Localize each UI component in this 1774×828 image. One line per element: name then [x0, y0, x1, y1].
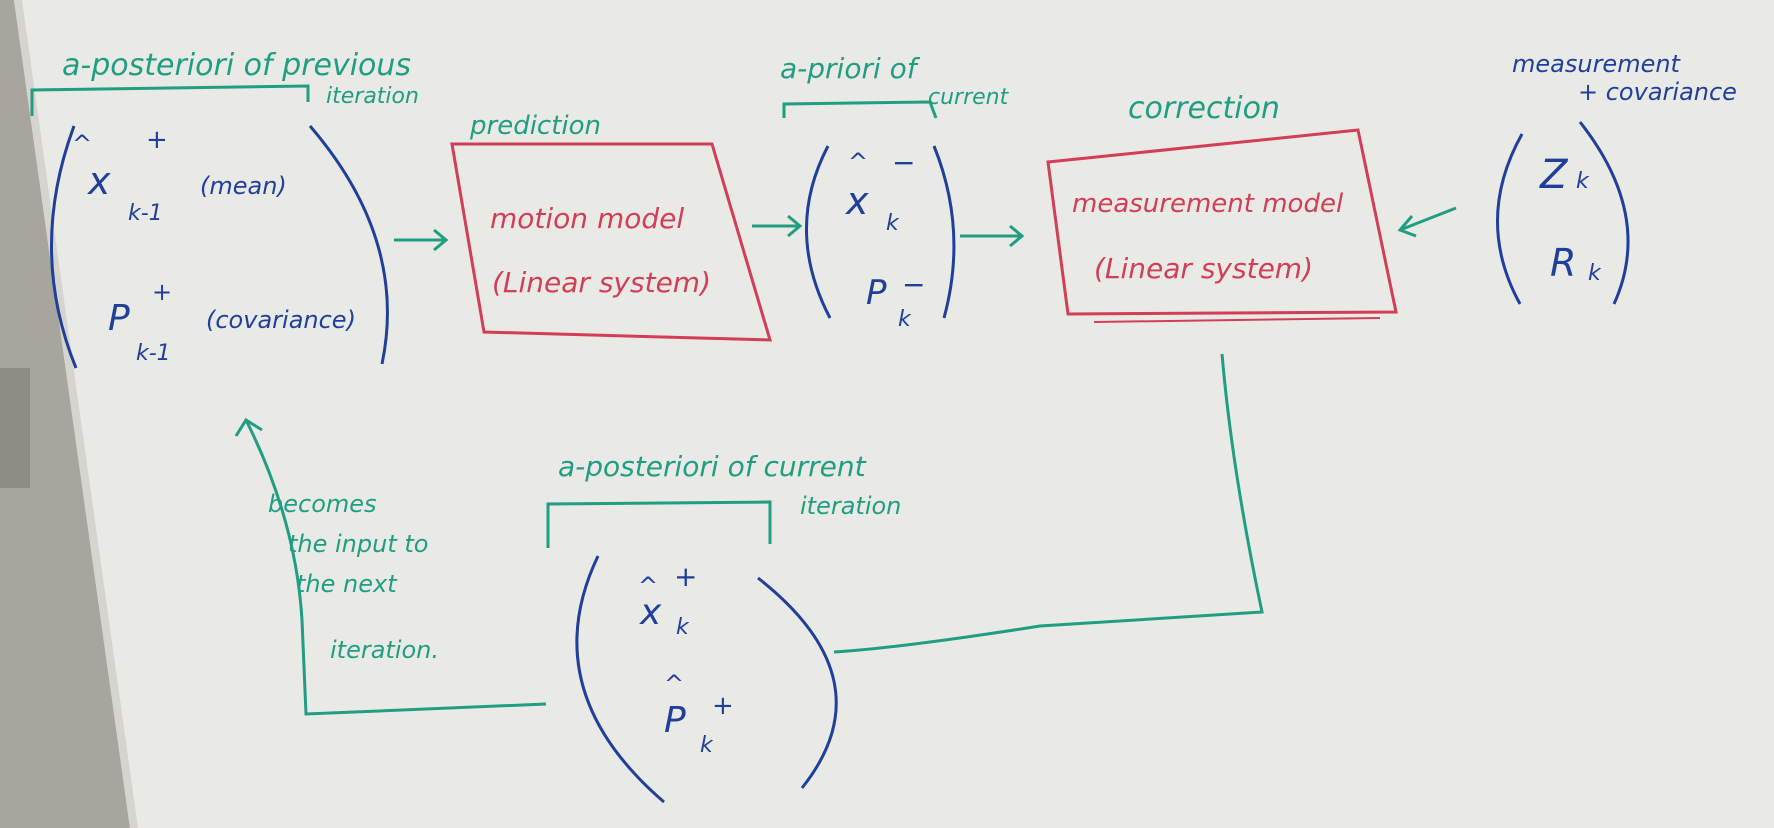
curr-posterior-label: a-posteriori of current [558, 450, 867, 483]
measurement-vector-right-paren [1578, 121, 1630, 305]
correction-label: correction [1128, 91, 1280, 126]
curr-mean-sup: + [674, 560, 697, 593]
prev-posterior-label: a-posteriori of previous [62, 48, 411, 83]
prev-mean-note: (mean) [200, 172, 287, 200]
apriori-label-2: current [928, 85, 1010, 110]
curr-posterior-bracket [546, 500, 772, 548]
apriori-cov-sub: k [898, 307, 912, 332]
prev-mean-hat: ^ [72, 130, 92, 158]
measurement-label: measurement [1512, 50, 1682, 78]
curr-cov-sub: k [700, 733, 714, 758]
measurement-model-label: measurement model [1072, 189, 1344, 219]
feedback-loop-arrow [234, 417, 547, 716]
board-frame-edge [14, 0, 138, 828]
feedback-label-3: the next [296, 570, 398, 598]
curr-posterior-label-2: iteration [800, 492, 901, 520]
board-clip [0, 368, 30, 488]
prev-cov-sub: k-1 [136, 341, 171, 366]
motion-model-box [450, 142, 773, 342]
arrow-from-measurement [1397, 206, 1457, 238]
apriori-label: a-priori of [780, 52, 921, 85]
curr-cov-var: P [664, 700, 686, 741]
motion-model-label: motion model [490, 202, 684, 235]
curr-mean-hat: ^ [638, 572, 658, 600]
curr-mean-var: x [639, 592, 662, 633]
correction-output-line [833, 353, 1264, 654]
measurement-vector-left-paren [1496, 133, 1524, 305]
feedback-label-2: the input to [288, 530, 428, 558]
prediction-label: prediction [469, 111, 601, 141]
feedback-label-4: iteration. [330, 636, 439, 664]
measurement-model-sublabel: (Linear system) [1094, 252, 1313, 285]
measurement-z-var: Z [1539, 152, 1569, 198]
arrow-to-motion-model [394, 228, 449, 252]
apriori-cov-var: P [866, 273, 887, 313]
curr-vector-right-paren [757, 576, 838, 789]
measurement-model-box [1046, 128, 1398, 316]
prev-mean-sub: k-1 [128, 201, 163, 226]
apriori-bracket [782, 100, 938, 119]
curr-vector-left-paren [575, 555, 665, 804]
apriori-vector-left-paren [805, 145, 832, 319]
measurement-z-sub: k [1576, 169, 1590, 194]
apriori-mean-hat: ^ [848, 148, 868, 176]
curr-cov-sup: + [712, 691, 734, 721]
apriori-cov-sup: − [902, 268, 925, 301]
prev-cov-sup: + [152, 278, 172, 306]
curr-cov-hat: ^ [664, 670, 684, 698]
prev-vector-left-paren [50, 125, 78, 369]
measurement-r-sub: k [1588, 261, 1602, 286]
apriori-mean-var: x [845, 179, 869, 223]
motion-model-sublabel: (Linear system) [492, 266, 711, 299]
board-frame [0, 0, 130, 828]
arrow-to-apriori [752, 214, 803, 238]
prev-posterior-label-2: iteration [326, 84, 419, 109]
apriori-vector-right-paren [932, 145, 956, 319]
apriori-mean-sub: k [886, 211, 900, 236]
curr-mean-sub: k [676, 615, 690, 640]
apriori-mean-sup: − [892, 146, 915, 179]
measurement-r-var: R [1550, 241, 1576, 285]
measurement-model-underline [1093, 317, 1381, 323]
arrow-to-measurement-model [960, 224, 1025, 248]
prev-posterior-bracket [30, 84, 310, 116]
prev-cov-var: P [108, 298, 130, 339]
prev-cov-note: (covariance) [206, 306, 356, 334]
feedback-label-1: becomes [268, 490, 377, 518]
prev-mean-sup: + [146, 125, 168, 155]
prev-mean-var: x [87, 159, 111, 203]
measurement-label-2: + covariance [1578, 78, 1737, 106]
prev-vector-right-paren [308, 125, 389, 365]
